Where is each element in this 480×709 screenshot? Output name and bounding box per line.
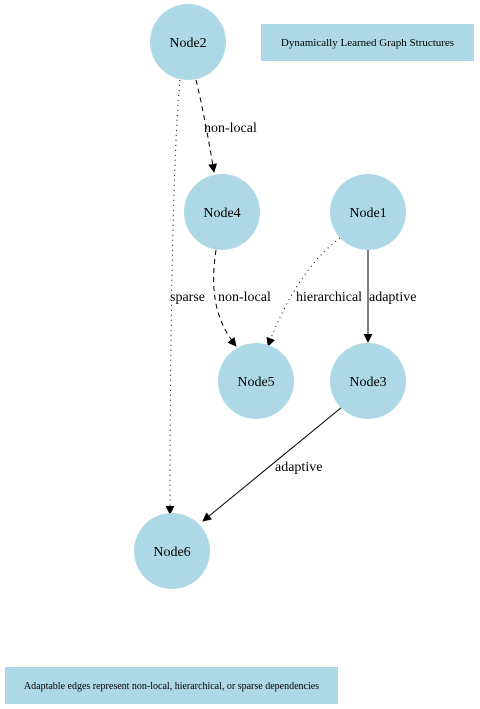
- edge-label-node2-node6: sparse: [170, 290, 205, 305]
- node-label-node6: Node6: [153, 545, 190, 560]
- node-node2: Node2: [150, 4, 226, 80]
- edge-node1-node3: adaptive: [363, 250, 416, 343]
- edge-label-node1-node5: hierarchical: [296, 290, 362, 305]
- node-label-node5: Node5: [237, 375, 274, 390]
- edge-label-node1-node3: adaptive: [369, 290, 416, 305]
- node-label-node1: Node1: [349, 206, 386, 221]
- node-label-node2: Node2: [169, 36, 206, 51]
- caption-box-text: Adaptable edges represent non-local, hie…: [24, 681, 319, 692]
- edge-label-node2-node4: non-local: [204, 121, 257, 136]
- node-label-node3: Node3: [349, 375, 386, 390]
- caption-box: Adaptable edges represent non-local, hie…: [5, 667, 338, 704]
- node-label-node4: Node4: [203, 206, 240, 221]
- edge-label-node3-node6: adaptive: [275, 460, 322, 475]
- node-node3: Node3: [330, 343, 406, 419]
- node-node4: Node4: [184, 174, 260, 250]
- node-node5: Node5: [218, 343, 294, 419]
- node-node1: Node1: [330, 174, 406, 250]
- edge-node2-node4: non-local: [195, 79, 257, 173]
- node-node6: Node6: [134, 513, 210, 589]
- edge-label-node4-node5: non-local: [218, 290, 271, 305]
- edge-node4-node5: non-local: [213, 249, 271, 347]
- edge-node1-node5: hierarchical: [266, 237, 362, 347]
- title-box: Dynamically Learned Graph Structures: [261, 24, 474, 61]
- title-box-text: Dynamically Learned Graph Structures: [281, 37, 454, 49]
- edge-node3-node6: adaptive: [202, 406, 343, 522]
- edge-node2-node6: sparse: [165, 79, 205, 515]
